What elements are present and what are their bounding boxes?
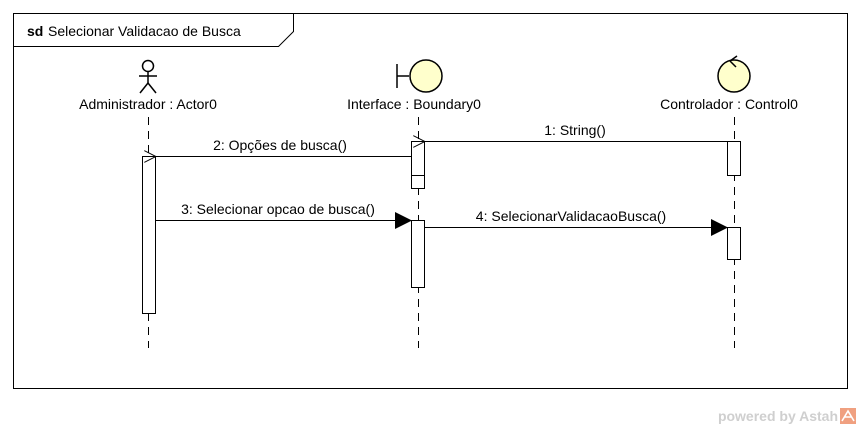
actor-icon — [139, 59, 157, 94]
message-label-2: 2: Opções de busca() — [213, 137, 347, 153]
lifeline-controlador[interactable]: Controlador : Control0 — [660, 55, 798, 348]
lifeline-administrador[interactable]: Administrador : Actor0 — [79, 59, 217, 349]
lifeline-label-controlador: Controlador : Control0 — [660, 96, 798, 112]
activation-bar-controlador-1 — [727, 141, 741, 176]
message-1[interactable]: 1: String() — [425, 122, 727, 142]
lifeline-label-administrador: Administrador : Actor0 — [79, 96, 217, 112]
message-label-3: 3: Selecionar opcao de busca() — [181, 201, 375, 217]
message-label-1: 1: String() — [544, 122, 605, 138]
boundary-icon — [396, 59, 443, 93]
message-2[interactable]: 2: Opções de busca() — [156, 137, 411, 157]
message-4[interactable]: 4: SelecionarValidacaoBusca() — [425, 208, 728, 236]
astah-watermark: powered by Astah — [718, 408, 856, 424]
frame-keyword: sd — [27, 23, 43, 39]
activation-bar-interface-1 — [411, 141, 425, 189]
activation-bar-interface-2 — [411, 220, 425, 288]
activation-bar-controlador-2 — [727, 227, 741, 260]
activation-bar-administrador — [142, 156, 156, 314]
filled-arrowhead-icon — [395, 212, 412, 229]
filled-arrowhead-icon — [711, 219, 728, 236]
message-label-4: 4: SelecionarValidacaoBusca() — [476, 208, 666, 224]
astah-logo-icon — [840, 408, 856, 424]
frame-tab — [13, 13, 294, 47]
message-3[interactable]: 3: Selecionar opcao de busca() — [156, 201, 412, 229]
lifeline-interface[interactable]: Interface : Boundary0 — [347, 59, 481, 348]
lifeline-label-interface: Interface : Boundary0 — [347, 96, 481, 112]
control-icon — [717, 55, 751, 93]
watermark-text: powered by Astah — [718, 408, 838, 424]
frame-title: Selecionar Validacao de Busca — [48, 23, 241, 39]
